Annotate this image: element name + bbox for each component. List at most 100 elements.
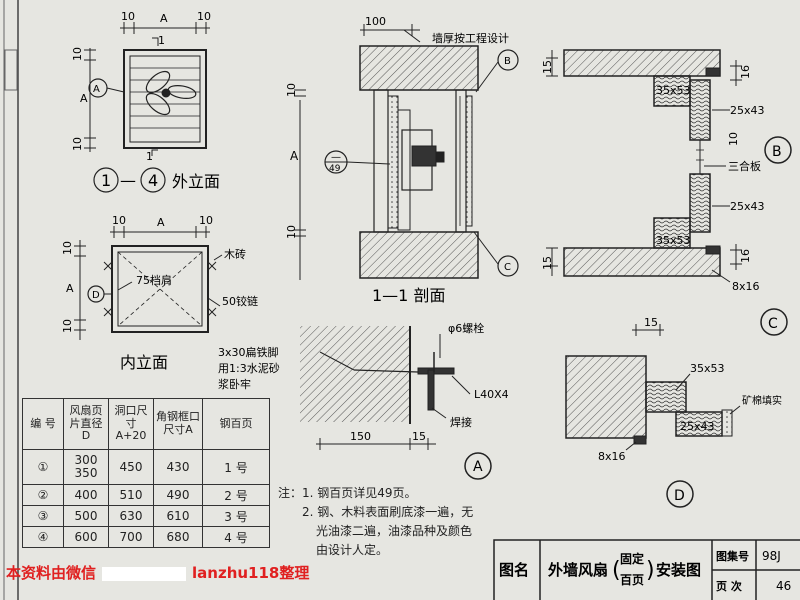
table-cell: 680	[153, 526, 203, 548]
d-filler: 矿棉填实	[742, 394, 782, 407]
outer-dim-left-a: A	[80, 92, 88, 105]
d-wood-25x43: 25x43	[680, 420, 715, 433]
label-hinge: 50铰链	[222, 294, 258, 308]
section-caption: 1—1 剖面	[372, 286, 445, 305]
inner-callout-d: D	[92, 290, 100, 301]
outer-dim-left-10b: 10	[71, 137, 84, 151]
section-1-1	[294, 24, 519, 280]
d-dim-15: 15	[644, 316, 658, 329]
d-dim-8x16: 8x16	[598, 450, 626, 463]
header-id: 编 号	[22, 398, 64, 450]
inner-elevation-caption: 内立面	[120, 353, 168, 372]
inner-dim-a: A	[157, 216, 165, 229]
title-paren-close: )	[646, 558, 655, 583]
outer-dim-a-top: A	[160, 12, 168, 25]
b-dim-8x16: 8x16	[732, 280, 760, 293]
table-row: ② 400 510 490 2 号	[22, 484, 270, 506]
label-wood-brick: 木砖	[224, 247, 246, 261]
section-wall-note: 墙厚按工程设计	[432, 31, 509, 45]
header-frame: 角钢框口尺寸A	[153, 398, 203, 450]
caption-circle-4: 4	[148, 171, 158, 190]
table-cell: 430	[153, 449, 203, 485]
section-ref-page: 49	[329, 164, 341, 174]
a-mark: A	[473, 459, 483, 475]
title-sub-1: 固定	[620, 551, 644, 566]
section-ref-num: —	[331, 152, 341, 163]
table-header-row: 编 号 风扇页片直径D 洞口尺寸A+20 角钢框口尺寸A 钢百页	[22, 398, 270, 450]
table-cell: 490	[153, 484, 203, 506]
outer-dim-left-10a: 10	[71, 47, 84, 61]
section-mark-bottom: 1	[146, 150, 153, 163]
inner-elevation	[74, 226, 223, 340]
b-wood-25x43-bottom: 25x43	[730, 200, 765, 213]
table-cell: 2 号	[202, 484, 270, 506]
outer-dim-10a: 10	[121, 10, 135, 23]
table-cell: ①	[22, 449, 64, 485]
section-dim-10-bottom: 10	[285, 225, 298, 239]
b-wood-35x53-bottom: 35x53	[656, 234, 691, 247]
table-cell: 700	[108, 526, 154, 548]
inner-dim-10b: 10	[199, 214, 213, 227]
caption-dash: —	[120, 171, 136, 190]
d-wood-35x53: 35x53	[690, 362, 725, 375]
b-dim-15-top: 15	[541, 60, 554, 74]
a-angle: L40X4	[474, 388, 509, 401]
table-row: ④ 600 700 680 4 号	[22, 526, 270, 548]
caption-circle-1: 1	[101, 171, 111, 190]
section-mark-top: 1	[158, 34, 165, 47]
table-cell: 600	[63, 526, 109, 548]
table-cell: 3 号	[202, 505, 270, 527]
inner-dim-left-10b: 10	[61, 319, 74, 333]
title-paren-open: (	[612, 558, 621, 583]
watermark-redaction	[102, 566, 187, 581]
table-cell: 610	[153, 505, 203, 527]
b-mark: B	[772, 144, 782, 160]
title-tail: 安装图	[656, 561, 701, 579]
title-sub-2: 百页	[620, 573, 644, 587]
binding-margin	[3, 0, 19, 600]
a-bolt: φ6螺栓	[448, 321, 484, 335]
table-cell: 300 350	[63, 449, 109, 485]
table-cell: 4 号	[202, 526, 270, 548]
note-2c: 由设计人定。	[316, 543, 389, 557]
watermark-prefix: 本资料由微信	[6, 564, 97, 582]
table-cell: 400	[63, 484, 109, 506]
inner-dim-left-10a: 10	[61, 241, 74, 255]
b-wood-25x43-top: 25x43	[730, 104, 765, 117]
table-cell: ③	[22, 505, 64, 527]
notes: 注：1. 钢百页详见49页。 2. 钢、木料表面刷底漆一遍，无 光油漆二遍，油漆…	[278, 484, 473, 560]
b-dim-16-bottom: 16	[739, 249, 752, 263]
b-dim-16-top: 16	[739, 65, 752, 79]
atlas-number: 98J	[762, 549, 781, 563]
title-main: 外墙风扇	[547, 561, 608, 579]
table-row: ③ 500 630 610 3 号	[22, 505, 270, 527]
table-cell: 1 号	[202, 449, 270, 485]
table-cell: 450	[108, 449, 154, 485]
label-tile-strip: 75档肩	[136, 273, 172, 287]
section-dim-10-top: 10	[285, 83, 298, 97]
section-callout-c: C	[504, 262, 511, 273]
c-mark: C	[768, 316, 778, 332]
a-mortar-2: 浆卧牢	[218, 377, 251, 391]
a-dim-15: 15	[412, 430, 426, 443]
a-weld: 焊接	[450, 415, 472, 429]
b-wood-35x53-top: 35x53	[656, 84, 691, 97]
note-2b: 光油漆二遍，油漆品种及颜色	[316, 524, 473, 538]
table-cell: ④	[22, 526, 64, 548]
outer-elevation-caption: 外立面	[172, 172, 220, 191]
inner-dim-10a: 10	[112, 214, 126, 227]
note-2a: 2. 钢、木料表面刷底漆一遍，无	[302, 505, 474, 519]
table-cell: ②	[22, 484, 64, 506]
notes-prefix: 注：	[278, 486, 303, 500]
title-label: 图名	[499, 561, 529, 579]
title-block-frame	[493, 539, 800, 600]
page-label: 页 次	[716, 579, 742, 593]
table-cell: 510	[108, 484, 154, 506]
table-cell: 630	[108, 505, 154, 527]
spec-table: 编 号 风扇页片直径D 洞口尺寸A+20 角钢框口尺寸A 钢百页 ① 300 3…	[22, 398, 270, 548]
note-1: 1. 钢百页详见49页。	[302, 486, 417, 500]
table-cell: 500	[63, 505, 109, 527]
page-number: 46	[776, 579, 791, 593]
